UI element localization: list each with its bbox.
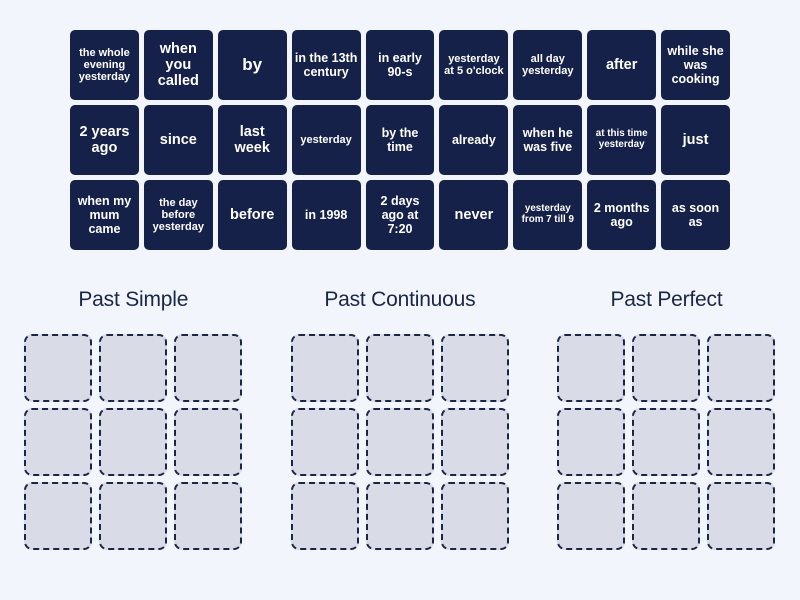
word-tile[interactable]: in the 13th century <box>291 30 361 100</box>
drop-slot[interactable] <box>290 482 359 550</box>
word-tile[interactable]: in 1998 <box>291 180 361 250</box>
drop-slot[interactable] <box>365 408 434 476</box>
category-title: Past Simple <box>78 288 189 311</box>
word-tile[interactable]: in early 90-s <box>365 30 435 100</box>
category-title: Past Continuous <box>324 288 476 311</box>
word-tile[interactable]: before <box>217 180 287 250</box>
word-tile[interactable]: just <box>661 105 730 175</box>
drop-zone-grid <box>557 334 776 550</box>
drop-slot[interactable] <box>174 482 243 550</box>
word-tile[interactable]: while she was cooking <box>661 30 730 100</box>
word-tile[interactable]: when my mum came <box>70 180 139 250</box>
word-tile[interactable]: last week <box>217 105 287 175</box>
word-tile[interactable]: when he was five <box>513 105 583 175</box>
drop-slot[interactable] <box>365 482 434 550</box>
drop-slot[interactable] <box>24 408 93 476</box>
category-columns: Past Simple Past Continuous Past Perfect <box>0 288 800 550</box>
word-tile[interactable]: all day yesterday <box>513 30 583 100</box>
drop-slot[interactable] <box>707 482 776 550</box>
drop-slot[interactable] <box>707 408 776 476</box>
drop-slot[interactable] <box>557 482 626 550</box>
drop-slot[interactable] <box>440 334 509 402</box>
word-tile[interactable]: yesterday from 7 till 9 <box>513 180 583 250</box>
word-tile[interactable]: after <box>587 30 657 100</box>
word-tile[interactable]: yesterday at 5 o'clock <box>439 30 509 100</box>
category-title: Past Perfect <box>610 288 723 311</box>
drop-slot[interactable] <box>440 408 509 476</box>
drop-slot[interactable] <box>174 334 243 402</box>
word-tile[interactable]: when you called <box>143 30 213 100</box>
word-tile[interactable]: 2 months ago <box>587 180 657 250</box>
drop-slot[interactable] <box>99 482 168 550</box>
drop-slot[interactable] <box>290 408 359 476</box>
category-column: Past Perfect <box>533 288 800 550</box>
drop-slot[interactable] <box>632 334 701 402</box>
word-tile[interactable]: by the time <box>365 105 435 175</box>
word-tile[interactable]: the day before yesterday <box>143 180 213 250</box>
word-tile[interactable]: since <box>143 105 213 175</box>
drop-slot[interactable] <box>174 408 243 476</box>
drop-slot[interactable] <box>290 334 359 402</box>
drop-slot[interactable] <box>557 334 626 402</box>
word-tile[interactable]: as soon as <box>661 180 730 250</box>
drop-zone-grid <box>290 334 509 550</box>
drop-slot[interactable] <box>632 408 701 476</box>
category-column: Past Simple <box>0 288 267 550</box>
word-tile[interactable]: already <box>439 105 509 175</box>
drop-slot[interactable] <box>24 482 93 550</box>
drop-slot[interactable] <box>707 334 776 402</box>
drop-slot[interactable] <box>99 334 168 402</box>
drop-slot[interactable] <box>440 482 509 550</box>
drop-slot[interactable] <box>365 334 434 402</box>
word-tile[interactable]: 2 years ago <box>70 105 139 175</box>
word-tile[interactable]: 2 days ago at 7:20 <box>365 180 435 250</box>
drop-slot[interactable] <box>557 408 626 476</box>
category-column: Past Continuous <box>267 288 534 550</box>
word-tile[interactable]: the whole evening yesterday <box>70 30 139 100</box>
drop-slot[interactable] <box>24 334 93 402</box>
word-tile[interactable]: by <box>217 30 287 100</box>
drop-slot[interactable] <box>99 408 168 476</box>
drop-slot[interactable] <box>632 482 701 550</box>
word-tile[interactable]: yesterday <box>291 105 361 175</box>
word-tile[interactable]: at this time yesterday <box>587 105 657 175</box>
drop-zone-grid <box>24 334 243 550</box>
word-tile[interactable]: never <box>439 180 509 250</box>
